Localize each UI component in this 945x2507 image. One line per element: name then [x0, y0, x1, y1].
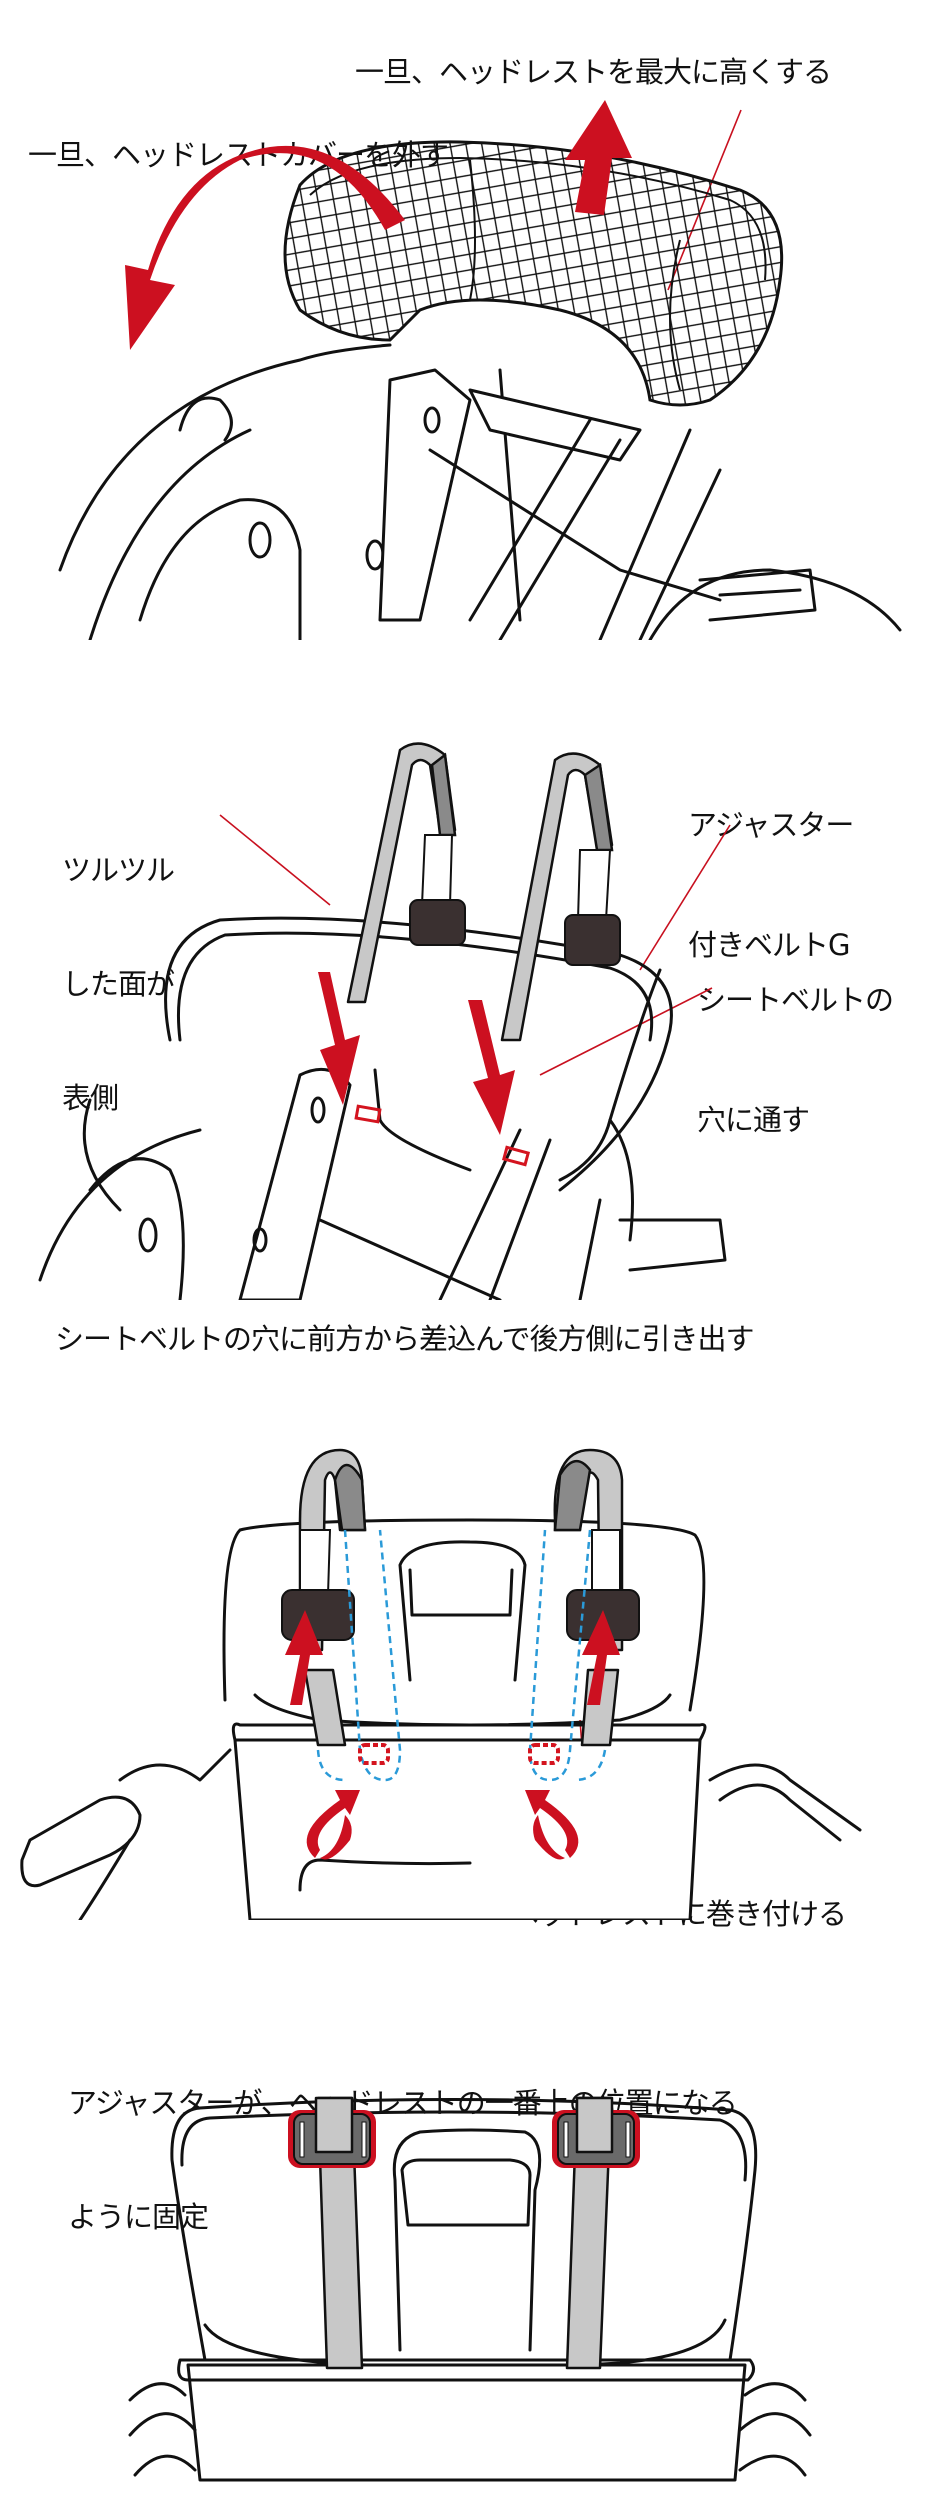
pass-through-leader: [539, 987, 713, 1076]
adjuster-buckle-icon: [409, 899, 466, 946]
up-arrow-icon: [565, 100, 632, 215]
belt-slot-left: [354, 1104, 382, 1124]
seat-frame: [58, 343, 902, 640]
belt-strap-left: [281, 1448, 367, 1747]
smooth-side-label: ツルツル した面が 表側: [62, 775, 175, 1155]
headrest-with-mesh-cover: [283, 140, 784, 407]
smooth-side-line-1: ツルツル: [62, 853, 175, 887]
hidden-belt-path-right: [528, 1529, 592, 1782]
smooth-side-line-3: 表側: [62, 1081, 119, 1115]
adjuster-buckle-icon: [281, 1589, 355, 1641]
adjuster-buckle-icon: [288, 2096, 376, 2168]
pass-through-label: シートベルトの 穴に通す: [697, 900, 894, 1180]
wrap-arrow-icon: [306, 1790, 360, 1860]
belt-strap-left: [346, 742, 466, 1004]
step1-illustration: [0, 100, 945, 640]
belt-slot-left: [358, 1743, 390, 1765]
up-arrow-icon: [582, 1610, 620, 1705]
smooth-side-line-2: した面が: [62, 967, 175, 1001]
wrap-arrow-icon: [525, 1790, 579, 1860]
step4-instruction-line-2: ように固定: [68, 2200, 209, 2234]
adjuster-belt-line-1: アジャスター: [688, 808, 854, 842]
adjuster-belt-leader: [639, 824, 731, 971]
step4-illustration: [0, 2080, 945, 2507]
raise-headrest-label: 一旦、ヘッドレストを最大に高くする: [355, 55, 832, 89]
belt-slot-right: [501, 1145, 531, 1167]
hidden-belt-path-left: [343, 1529, 402, 1782]
adjuster-belt-line-2: 付きベルトG: [688, 928, 850, 962]
belt-slot-right: [528, 1743, 560, 1765]
pass-through-line-1: シートベルトの: [697, 983, 894, 1017]
adjuster-belt-label: アジャスター 付きベルトG: [688, 725, 854, 1005]
step2-illustration: [0, 740, 945, 1300]
down-arrow-icon: [468, 1000, 515, 1135]
smooth-side-leader: [219, 814, 331, 906]
step3-instruction: シートベルトの穴に前方から差込んで後方側に引き出す: [55, 1322, 755, 1356]
adjuster-buckle-icon: [552, 2096, 640, 2168]
pass-through-line-2: 穴に通す: [697, 1103, 810, 1137]
down-arrow-icon: [318, 972, 360, 1105]
adjuster-buckle-icon: [564, 914, 621, 966]
belt-strap-right: [500, 752, 621, 1042]
step3-illustration: [0, 1420, 945, 1920]
up-arrow-icon: [285, 1610, 323, 1705]
